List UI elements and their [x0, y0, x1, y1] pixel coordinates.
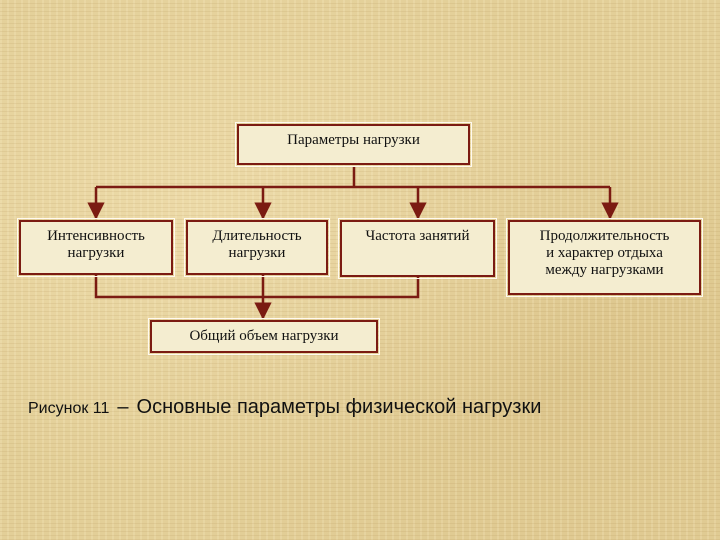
duration-label: Длительность нагрузки — [212, 228, 302, 261]
bottom-bus-line — [94, 274, 420, 299]
caption-text: Основные параметры физической нагрузки — [136, 396, 542, 418]
intensity-label: Интенсивность нагрузки — [47, 228, 145, 261]
intensity-box: Интенсивность нагрузки — [17, 218, 175, 277]
load-parameters-box: Параметры нагрузки — [235, 122, 472, 167]
figure-caption: Рисунок 11 – Основные параметры физическ… — [28, 396, 708, 419]
frequency-label: Частота занятий — [365, 228, 470, 244]
caption-dash: – — [117, 396, 129, 418]
total-load-box: Общий объем нагрузки — [148, 318, 380, 355]
rest-label: Продолжительность и характер отдыха межд… — [539, 228, 670, 278]
frequency-box: Частота занятий — [338, 218, 497, 279]
duration-box: Длительность нагрузки — [184, 218, 330, 277]
rest-box: Продолжительность и характер отдыха межд… — [506, 218, 703, 297]
caption-label: Рисунок 11 — [28, 400, 110, 417]
load-parameters-label: Параметры нагрузки — [287, 132, 420, 148]
total-load-label: Общий объем нагрузки — [189, 328, 339, 344]
